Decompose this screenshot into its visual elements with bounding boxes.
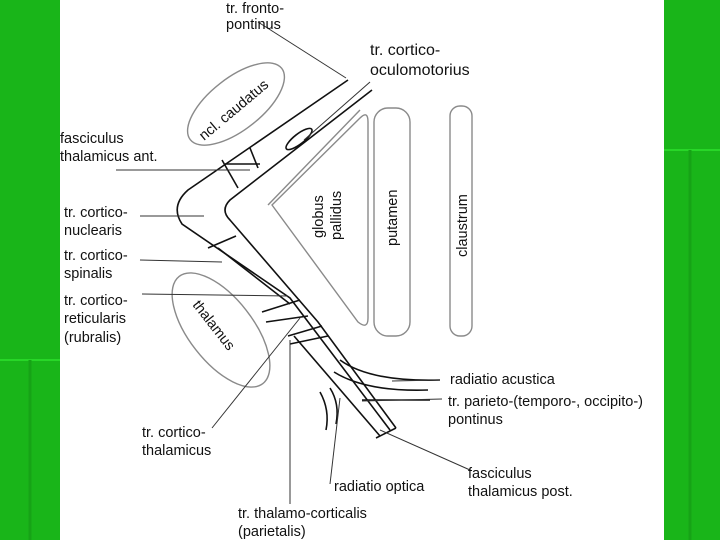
label-tr-corticothalamicus-2: thalamicus [142, 443, 211, 459]
claustrum-shape [449, 105, 473, 337]
label-tr-corticooculomotorius-2: oculomotorius [370, 62, 470, 79]
label-tr-corticonuclearis-2: nuclearis [64, 223, 122, 239]
diagram-panel [60, 0, 664, 540]
label-globus-pallidus-1: globus [311, 195, 327, 238]
label-tr-corticospinalis-2: spinalis [64, 266, 112, 282]
inner-small-ellipse [285, 127, 313, 151]
label-fasciculus-thalamicus-post-1: fasciculus [468, 466, 532, 482]
label-radiatio-optica: radiatio optica [334, 479, 425, 495]
label-globus-pallidus-2: pallidus [329, 191, 345, 240]
label-ncl-caudatus: ncl. caudatus [196, 77, 272, 144]
label-tr-corticoreticularis-2: reticularis [64, 311, 126, 327]
label-claustrum: claustrum [455, 194, 471, 257]
label-tr-thalamocorticalis-2: (parietalis) [238, 524, 306, 540]
label-fasciculus-thalamicus-post-2: thalamicus post. [468, 484, 573, 500]
label-tr-corticonuclearis-1: tr. cortico- [64, 205, 128, 221]
label-tr-frontopontinus-2: pontinus [226, 17, 281, 33]
label-fasciculus-thalamicus-ant-2: thalamicus ant. [60, 149, 158, 165]
label-thalamus: thalamus [189, 298, 238, 354]
label-tr-corticooculomotorius-1: tr. cortico- [370, 42, 440, 59]
label-tr-parieto-2: pontinus [448, 412, 503, 428]
ncl-caudatus-shape [186, 62, 286, 146]
label-tr-parieto-1: tr. parieto-(temporo-, occipito-) [448, 394, 643, 410]
internal-capsule-outline [176, 79, 397, 439]
label-tr-corticoreticularis-3: (rubralis) [64, 330, 121, 346]
globus-pallidus-shape [267, 109, 369, 326]
thalamus-shape [171, 272, 271, 388]
label-tr-frontopontinus-1: tr. fronto- [226, 1, 284, 17]
label-tr-thalamocorticalis-1: tr. thalamo-corticalis [238, 506, 367, 522]
label-fasciculus-thalamicus-ant-1: fasciculus [60, 131, 124, 147]
label-putamen: putamen [385, 190, 401, 246]
label-tr-corticothalamicus-1: tr. cortico- [142, 425, 206, 441]
label-radiatio-acustica: radiatio acustica [450, 372, 556, 388]
putamen-shape [373, 107, 411, 337]
label-tr-corticospinalis-1: tr. cortico- [64, 248, 128, 264]
label-tr-corticoreticularis-1: tr. cortico- [64, 293, 128, 309]
leader-lines [116, 21, 471, 504]
